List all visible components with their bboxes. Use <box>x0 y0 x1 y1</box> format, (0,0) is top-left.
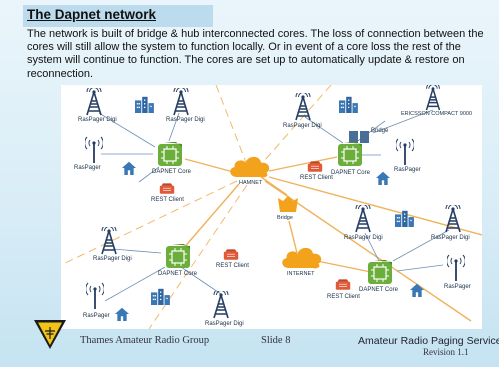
footer-organisation: Thames Amateur Radio Group <box>80 335 210 346</box>
mast-icons <box>85 136 465 309</box>
rest-client-label: REST Client <box>327 294 360 300</box>
city-buildings-icon <box>395 210 414 227</box>
internet-cloud-icon <box>282 247 322 269</box>
raspager-digi-tower-icon <box>86 88 102 116</box>
rest-client-icon <box>335 279 351 291</box>
slide-title: The Dapnet network <box>27 7 157 22</box>
house-icon <box>376 171 390 185</box>
dapnet-core-label: DAPNET Core <box>152 169 191 175</box>
raspager-label: RasPager <box>394 167 421 173</box>
rest-client-label: REST Client <box>151 197 184 203</box>
bridge-server-icon <box>349 131 358 143</box>
city-buildings-icon <box>135 96 154 113</box>
rest-client-icon <box>159 183 175 195</box>
bridge-server-icon <box>360 131 369 143</box>
diagram-canvas <box>61 85 482 329</box>
raspager-digi-tower-icon <box>213 291 229 319</box>
raspager-digi-tower-icon <box>355 205 371 233</box>
core-icons <box>157 141 393 285</box>
city-buildings-icon <box>339 96 358 113</box>
dapnet-core-label: DAPNET Core <box>331 170 370 176</box>
rest-client-icon <box>223 249 239 261</box>
raspager-label: RasPager <box>74 165 101 171</box>
raspager-digi-tower-icon <box>101 227 117 255</box>
raspager-label: RasPager <box>444 284 471 290</box>
tower-icons <box>86 85 461 319</box>
footer-revision: Revision 1.1 <box>423 347 469 357</box>
bridge-icon <box>278 196 298 212</box>
bridge-server-icons <box>349 131 369 143</box>
hamnet-cloud-icon <box>230 156 270 178</box>
raspager-digi-label: RasPager Digi <box>166 117 205 123</box>
raspager-digi-tower-icon <box>295 93 311 121</box>
title-highlight <box>23 5 213 27</box>
ericsson-label: ERICSSON COMPACT 9000 <box>401 111 473 117</box>
dapnet-core-label: DAPNET Core <box>158 271 197 277</box>
ericsson-tower-icon <box>425 85 441 111</box>
targ-logo <box>34 320 66 349</box>
dapnet-core-icon <box>337 141 363 167</box>
raspager-mast-icon <box>86 282 104 309</box>
raspager-digi-label: RasPager Digi <box>78 117 117 123</box>
house-icon <box>122 161 136 175</box>
house-icon <box>410 283 424 297</box>
link-lines <box>61 85 482 329</box>
house-icon <box>115 307 129 321</box>
raspager-digi-tower-icon <box>445 205 461 233</box>
bridge-label: Bridge <box>371 128 389 134</box>
raspager-digi-label: RasPager Digi <box>283 123 322 129</box>
raspager-label: RasPager <box>83 313 110 319</box>
raspager-digi-label: RasPager Digi <box>344 235 383 241</box>
raspager-mast-icon <box>85 136 103 163</box>
raspager-digi-label: RasPager Digi <box>93 256 132 262</box>
raspager-digi-label: RasPager Digi <box>205 321 244 327</box>
network-diagram: RasPager Digi RasPager Digi RasPager DAP… <box>61 85 482 329</box>
slide-body-text: The network is built of bridge & hub int… <box>27 28 484 80</box>
city-buildings-icon <box>151 288 170 305</box>
rest-client-label: REST Client <box>216 263 249 269</box>
dapnet-core-label: DAPNET Core <box>359 287 398 293</box>
hamnet-label: HAMNET <box>239 180 263 186</box>
rest-client-label: REST Client <box>300 175 333 181</box>
cloud-icons <box>230 156 322 269</box>
bridge-label: Bridge <box>277 215 293 221</box>
footer-service-name: Amateur Radio Paging Service <box>358 335 499 347</box>
raspager-digi-tower-icon <box>173 88 189 116</box>
raspager-digi-label: RasPager Digi <box>431 235 470 241</box>
dapnet-core-icon <box>157 141 183 167</box>
dapnet-core-icon <box>367 259 393 285</box>
raspager-mast-icon <box>396 138 414 165</box>
footer-slide-number: Slide 8 <box>261 335 291 346</box>
raspager-mast-icon <box>447 254 465 281</box>
bridge-node-icon <box>278 196 298 212</box>
internet-label: INTERNET <box>287 271 315 277</box>
dapnet-core-icon <box>165 243 191 269</box>
